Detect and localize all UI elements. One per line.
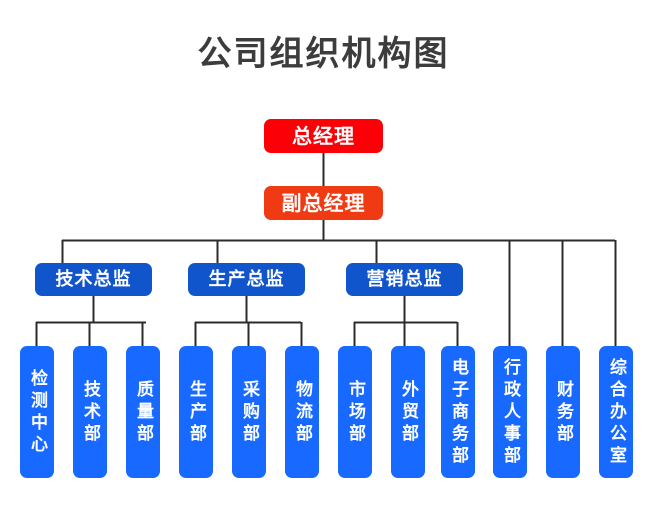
node-department-logistics[interactable]: 物流部	[285, 346, 319, 478]
node-technical-director[interactable]: 技术总监	[35, 263, 152, 296]
node-department-foreign-trade-label: 外贸部	[398, 380, 419, 446]
page-title: 公司组织机构图	[197, 34, 450, 74]
node-production-director[interactable]: 生产总监	[188, 263, 305, 296]
node-department-quality[interactable]: 质量部	[126, 346, 160, 478]
node-technical-director-label: 技术总监	[55, 268, 132, 290]
node-department-procurement-label: 采购部	[239, 380, 260, 446]
node-department-testing-center[interactable]: 检测中心	[20, 346, 54, 478]
node-ceo-label: 总经理	[292, 124, 355, 148]
node-department-ecommerce[interactable]: 电子商务部	[441, 346, 475, 478]
node-deputy-general-manager-label: 副总经理	[281, 191, 366, 215]
node-department-technology-label: 技术部	[80, 380, 101, 446]
node-department-quality-label: 质量部	[133, 380, 154, 446]
node-deputy-general-manager[interactable]: 副总经理	[264, 186, 383, 220]
node-department-finance-label: 财务部	[553, 380, 574, 446]
node-department-general-office-label: 综合办公室	[606, 358, 627, 468]
node-department-admin-hr-label: 行政人事部	[500, 358, 521, 468]
node-department-finance[interactable]: 财务部	[546, 346, 580, 478]
node-marketing-director[interactable]: 营销总监	[346, 263, 463, 296]
node-department-production[interactable]: 生产部	[179, 346, 213, 478]
node-department-production-label: 生产部	[186, 380, 207, 446]
node-ceo[interactable]: 总经理	[264, 119, 383, 153]
node-department-market[interactable]: 市场部	[338, 346, 372, 478]
node-department-foreign-trade[interactable]: 外贸部	[391, 346, 425, 478]
node-department-ecommerce-label: 电子商务部	[448, 358, 469, 468]
node-department-technology[interactable]: 技术部	[73, 346, 107, 478]
node-department-procurement[interactable]: 采购部	[232, 346, 266, 478]
node-department-admin-hr[interactable]: 行政人事部	[493, 346, 527, 478]
node-department-testing-center-label: 检测中心	[27, 369, 48, 457]
node-department-logistics-label: 物流部	[292, 380, 313, 446]
node-department-market-label: 市场部	[345, 380, 366, 446]
node-department-general-office[interactable]: 综合办公室	[599, 346, 633, 478]
node-marketing-director-label: 营销总监	[366, 268, 443, 290]
node-production-director-label: 生产总监	[208, 268, 285, 290]
